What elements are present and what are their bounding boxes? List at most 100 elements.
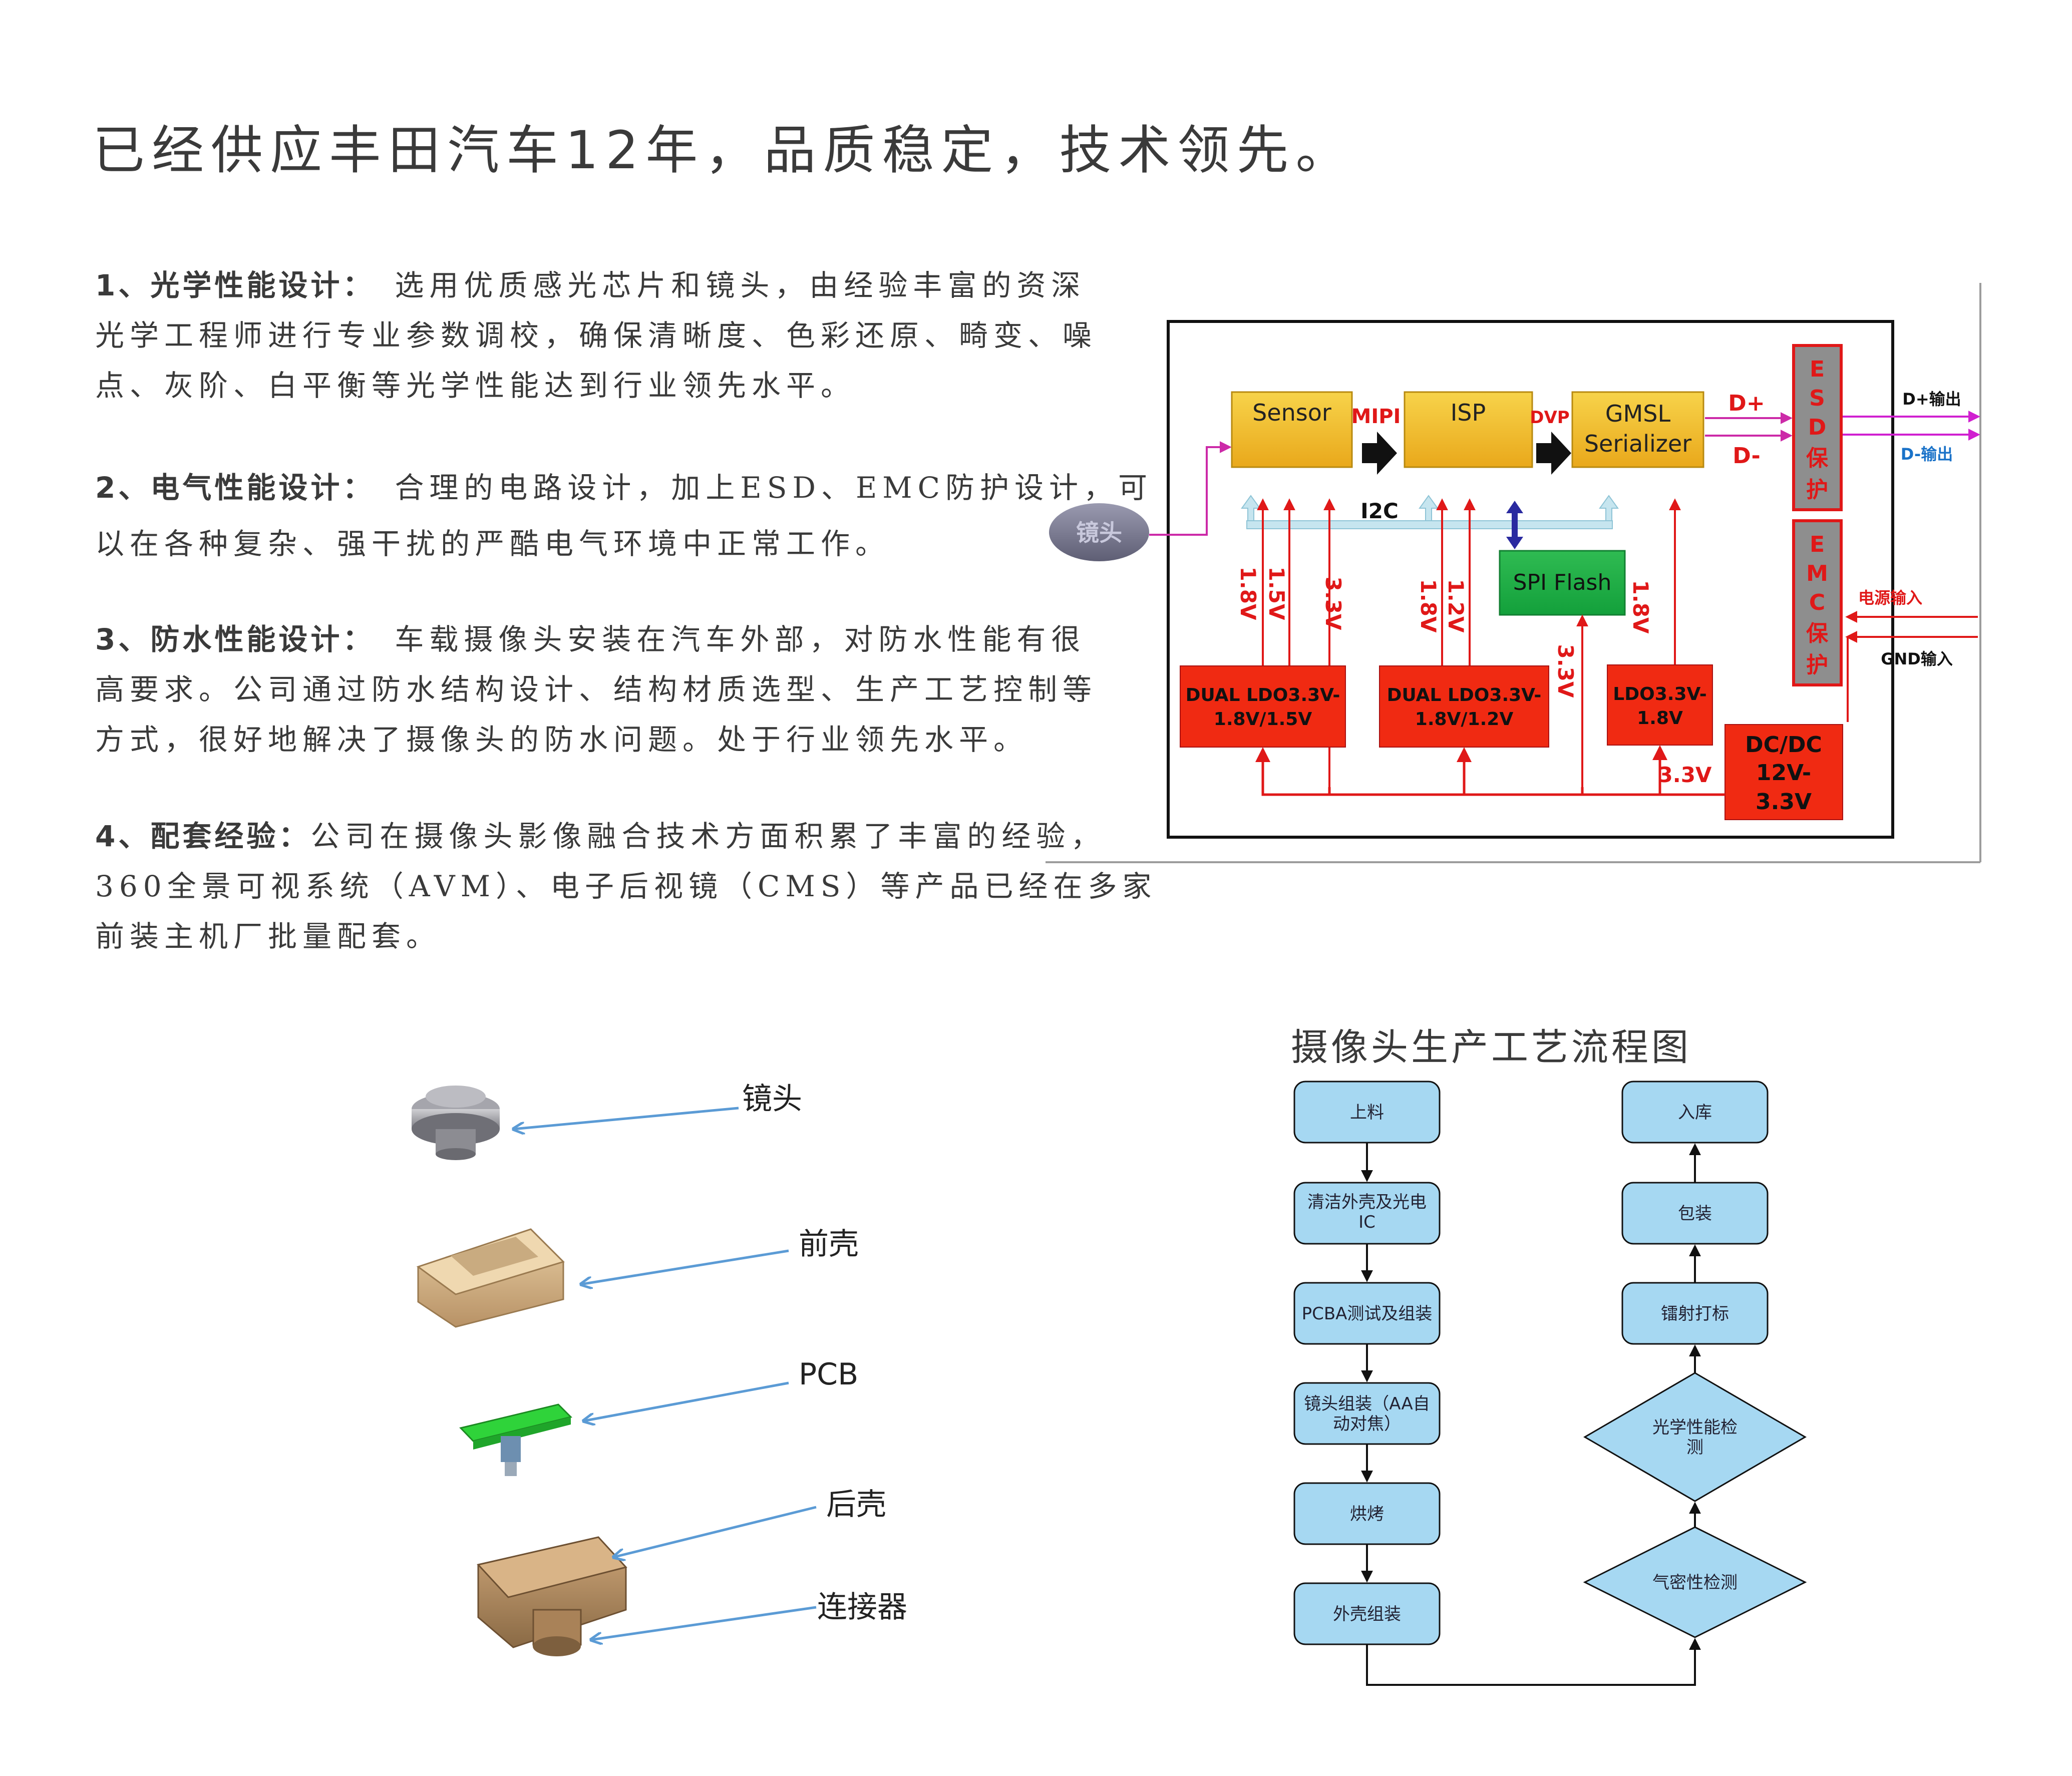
spi-i2c-arrow — [1506, 501, 1523, 549]
part-label-pcb: PCB — [799, 1357, 858, 1392]
ldo3-label-line-1: LDO3.3V- — [1613, 684, 1706, 704]
flow-step-baking-label: 烘烤 — [1350, 1504, 1384, 1524]
feature-optical: 1、光学性能设计： 选用优质感光芯片和镜头，由经验丰富的资深 光学工程师进行专业… — [95, 260, 1098, 411]
feature-waterproof-line-1: 车载摄像头安装在汽车外部，对防水性能有很 — [395, 622, 1086, 656]
feature-waterproof-title: 3、防水性能设计： — [95, 622, 361, 656]
d-minus-label: D- — [1733, 443, 1761, 469]
d-plus-output-label: D+输出 — [1902, 390, 1961, 409]
lens-part-icon — [412, 1086, 500, 1160]
flow-step-lens-assembly-label-2: 动对焦） — [1333, 1414, 1401, 1434]
voltage-1v8-a: 1.8V — [1236, 567, 1260, 620]
gnd-input-label: GND输入 — [1881, 649, 1953, 668]
spi-flash-block — [1499, 550, 1626, 616]
gmsl-label-line-2: Serializer — [1584, 430, 1691, 457]
callout-pcb-arrow — [583, 1381, 789, 1421]
isp-block — [1404, 391, 1533, 468]
ldo2-label-line-2: 1.8V/1.2V — [1415, 709, 1514, 730]
feature-optical-title: 1、光学性能设计： — [95, 268, 361, 302]
part-label-connector: 连接器 — [817, 1590, 907, 1625]
callout-front-shell-arrow — [581, 1249, 789, 1284]
ldo1-label-line-1: DUAL LDO3.3V- — [1186, 685, 1340, 705]
dvp-arrow — [1536, 432, 1571, 475]
feature-electrical-line-2: 以在各种复杂、强干扰的严酷电气环境中正常工作。 — [95, 527, 890, 561]
spi-flash-label: SPI Flash — [1513, 570, 1612, 595]
flow-connector-6 — [1366, 1638, 1701, 1686]
i2c-tap-sensor — [1241, 495, 1261, 521]
page-headline: 已经供应丰田汽车12年，品质稳定，技术领先。 — [93, 120, 1355, 181]
dvp-label: DVP — [1530, 408, 1569, 428]
esd-char-4: 保 — [1806, 446, 1829, 471]
emc-char-1: E — [1810, 532, 1825, 557]
feature-experience: 4、配套经验：公司在摄像头影像融合技术方面积累了丰富的经验， 360全景可视系统… — [95, 811, 1157, 961]
feature-waterproof-line-3: 方式，很好地解决了摄像头的防水问题。处于行业领先水平。 — [95, 723, 1028, 757]
power-input-label: 电源输入 — [1858, 588, 1922, 607]
feature-experience-title: 4、配套经验： — [95, 819, 311, 853]
part-label-front-shell: 前壳 — [799, 1227, 859, 1262]
isp-label: ISP — [1451, 399, 1486, 426]
i2c-label: I2C — [1360, 499, 1399, 523]
feature-experience-line-3: 前装主机厂批量配套。 — [95, 919, 441, 953]
feature-electrical: 2、电气性能设计： 合理的电路设计，加上ESD、EMC防护设计，可 以在各种复杂… — [95, 460, 1147, 572]
flow-step-laser-marking-label: 镭射打标 — [1661, 1304, 1729, 1324]
flow-step-optical-test-label-2: 测 — [1686, 1438, 1703, 1458]
ldo2-label-line-1: DUAL LDO3.3V- — [1387, 685, 1542, 705]
esd-protection-block — [1792, 344, 1843, 511]
emc-char-4: 保 — [1806, 621, 1829, 646]
esd-char-1: E — [1810, 357, 1825, 382]
part-label-lens: 镜头 — [742, 1082, 802, 1117]
callout-lens-arrow — [513, 1107, 739, 1129]
flow-chart-title: 摄像头生产工艺流程图 — [1291, 1026, 1691, 1069]
gmsl-label-line-1: GMSL — [1605, 400, 1671, 427]
voltage-1v2: 1.2V — [1444, 579, 1468, 633]
feature-optical-line-2: 光学工程师进行专业参数调校，确保清晰度、色彩还原、畸变、噪 — [95, 318, 1098, 352]
flow-step-optical-test-label-1: 光学性能检 — [1652, 1417, 1738, 1438]
flow-step-airtight-test — [1583, 1526, 1807, 1638]
voltage-1v8-b: 1.8V — [1416, 579, 1441, 633]
ldo-dual-1v8-1v2-block — [1379, 665, 1549, 748]
dcdc-label-line-2: 12V- — [1756, 760, 1811, 786]
flow-step-shell-assembly-label: 外壳组装 — [1333, 1604, 1401, 1624]
i2c-tap-isp — [1419, 495, 1439, 521]
flow-step-warehousing — [1621, 1081, 1769, 1144]
voltage-1v8-c: 1.8V — [1628, 580, 1653, 634]
voltage-3v3-a: 3.3V — [1321, 577, 1345, 630]
connector-part-icon — [532, 1609, 582, 1656]
feature-experience-line-1: 公司在摄像头影像融合技术方面积累了丰富的经验， — [310, 819, 1106, 853]
d-plus-label: D+ — [1728, 391, 1765, 416]
flow-step-pcba-label: PCBA测试及组装 — [1302, 1304, 1433, 1324]
flow-step-optical-test — [1583, 1372, 1807, 1502]
voltage-3v3-b: 3.3V — [1553, 644, 1578, 698]
ldo1-label-line-2: 1.8V/1.5V — [1214, 709, 1312, 730]
gmsl-serializer-block — [1571, 391, 1704, 468]
feature-optical-line-3: 点、灰阶、白平衡等光学性能达到行业领先水平。 — [95, 369, 856, 403]
i2c-tap-serializer — [1599, 495, 1619, 521]
lens-label: 镜头 — [1076, 519, 1122, 546]
flow-step-cleaning-label-1: 清洁外壳及光电 — [1307, 1192, 1427, 1212]
d-minus-output-label: D-输出 — [1901, 445, 1953, 464]
flow-step-airtight-test-label: 气密性检测 — [1652, 1573, 1738, 1593]
feature-experience-line-2: 360全景可视系统（AVM）、电子后视镜（CMS）等产品已经在多家 — [95, 869, 1157, 903]
front-shell-part-icon — [416, 1228, 565, 1328]
sensor-label: Sensor — [1252, 399, 1331, 426]
flow-step-lens-assembly-label-1: 镜头组装（AA自 — [1304, 1394, 1430, 1414]
emc-char-3: C — [1809, 590, 1825, 615]
lens-to-sensor-line — [1149, 441, 1232, 536]
ldo-1v8-block — [1607, 664, 1713, 746]
mipi-label: MIPI — [1351, 405, 1401, 428]
flow-step-feeding-label: 上料 — [1350, 1103, 1384, 1123]
bus-3v3-label: 3.3V — [1658, 763, 1712, 787]
rear-shell-part-icon — [477, 1536, 627, 1648]
ldo3-label-line-2: 1.8V — [1637, 708, 1683, 729]
feature-waterproof: 3、防水性能设计： 车载摄像头安装在汽车外部，对防水性能有很 高要求。公司通过防… — [95, 614, 1092, 765]
feature-electrical-title: 2、电气性能设计： — [95, 471, 361, 505]
emc-protection-block — [1792, 519, 1843, 686]
dcdc-label-line-1: DC/DC — [1745, 732, 1822, 758]
emc-char-2: M — [1806, 561, 1828, 586]
dcdc-block — [1724, 724, 1843, 820]
bus-3v3-to-ldo1 — [1255, 747, 1725, 796]
esd-char-5: 护 — [1806, 477, 1828, 503]
mipi-arrow — [1362, 432, 1397, 475]
flow-step-packaging-label: 包装 — [1678, 1204, 1712, 1224]
sensor-block — [1231, 391, 1353, 468]
